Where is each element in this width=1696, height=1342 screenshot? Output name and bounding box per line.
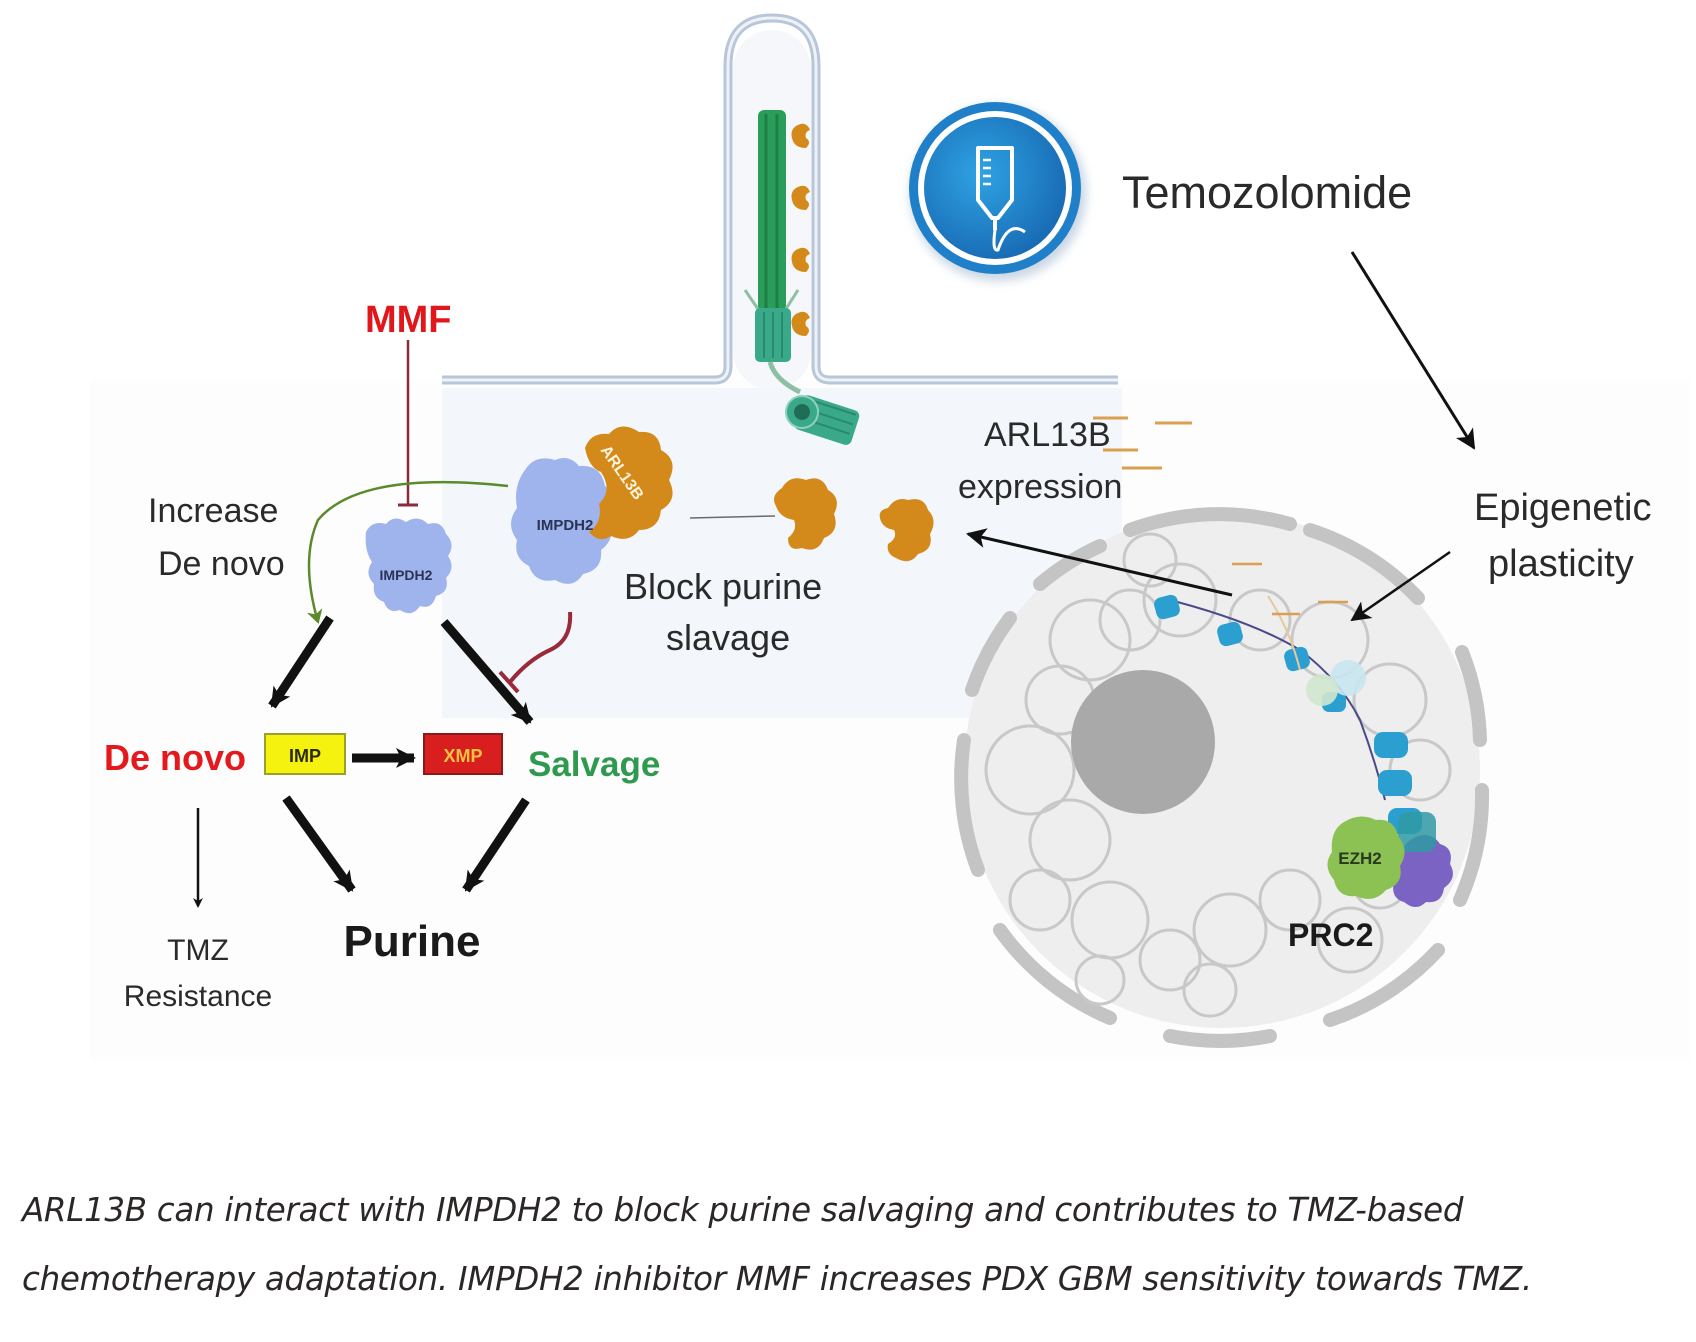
salvage-label: Salvage <box>528 745 660 784</box>
ciliary-arl13b <box>791 311 810 336</box>
purine-label: Purine <box>344 917 481 966</box>
tmz-label: TMZ <box>167 934 229 967</box>
impdh2-to-denovo-arrow <box>268 615 334 709</box>
figure-caption: ARL13B can interact with IMPDH2 to block… <box>22 1190 1532 1298</box>
impdh2-to-salvage-arrow <box>440 619 534 725</box>
arl13b-expression-label-1: ARL13B <box>984 416 1111 454</box>
block-salvage-inhibition <box>508 611 573 684</box>
arl13b-expression-arrow <box>966 528 1233 597</box>
arl13b-free-protein <box>774 478 837 550</box>
arl13b-expression-label-2: expression <box>958 468 1122 506</box>
ciliary-arl13b <box>791 247 810 272</box>
ezh2-label: EZH2 <box>1338 849 1381 868</box>
resistance-label: Resistance <box>124 980 272 1013</box>
impdh2-free-label: IMPDH2 <box>380 567 433 583</box>
imp-to-purine-arrow <box>282 795 356 893</box>
de-novo-increase-label: De novo <box>158 545 285 583</box>
mrna-strands <box>1093 416 1192 470</box>
prc2-label: PRC2 <box>1288 917 1373 953</box>
epigenetic-arrow <box>1350 550 1451 622</box>
de-novo-label: De novo <box>104 737 246 778</box>
increase-de-novo-arrow <box>306 480 509 624</box>
ciliary-arl13b-group <box>791 123 810 336</box>
temozolomide-label: Temozolomide <box>1122 167 1412 218</box>
iv-bag-icon <box>909 102 1086 281</box>
pathway-arrows <box>268 615 534 893</box>
impdh2-arl13b-complex: ARL13B IMPDH2 <box>511 426 673 584</box>
impdh2-bound-label: IMPDH2 <box>537 517 594 534</box>
block-purine-label: Block purine <box>624 566 822 607</box>
ciliary-arl13b <box>791 185 810 210</box>
imp-label: IMP <box>289 746 321 766</box>
plasticity-label: plasticity <box>1488 543 1634 585</box>
imp-box <box>264 733 346 775</box>
mmf-label: MMF <box>365 299 452 341</box>
daughter-centriole <box>785 395 860 445</box>
nucleus: EZH2 PRC2 <box>954 507 1490 1048</box>
tmz-to-epigenetic-arrow <box>1350 251 1476 450</box>
xmp-label: XMP <box>443 746 482 766</box>
ezh2-protein <box>1327 816 1405 899</box>
nucleolus <box>1071 670 1215 814</box>
pathway-diagram: Temozolomide MMF Increase De novo IMPDH2… <box>104 13 1652 1048</box>
epigenetic-label: Epigenetic <box>1474 487 1651 529</box>
xmp-box <box>423 733 503 775</box>
cilium-axoneme <box>743 110 860 445</box>
impdh2-free-protein: IMPDH2 <box>365 518 452 614</box>
prc2-purple-subunit <box>1391 835 1453 907</box>
arl13b-free-protein <box>879 499 934 562</box>
slavage-label: slavage <box>666 617 790 658</box>
xmp-to-purine-arrow <box>462 797 530 893</box>
binding-line <box>689 515 776 519</box>
increase-label: Increase <box>148 492 278 530</box>
ciliary-arl13b <box>791 123 810 148</box>
